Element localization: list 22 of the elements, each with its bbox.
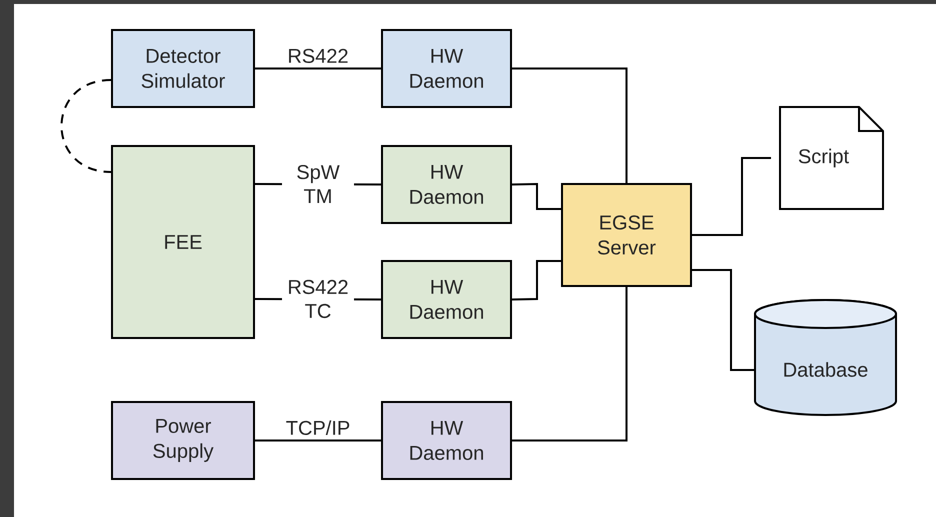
connector <box>692 157 771 236</box>
connector <box>512 260 561 300</box>
process-box: HW Daemon <box>381 29 512 108</box>
connector <box>692 269 754 371</box>
connector <box>255 440 381 442</box>
edge-label: RS422 <box>289 48 348 63</box>
process-box: Power Supply <box>111 401 255 480</box>
process-box: HW Daemon <box>381 260 512 339</box>
connector <box>512 287 628 442</box>
process-box: Detector Simulator <box>111 29 255 108</box>
connector <box>60 79 112 173</box>
process-box: HW Daemon <box>381 401 512 480</box>
connector <box>255 68 381 70</box>
edge-label: RS422 TC <box>282 278 354 320</box>
process-box: EGSE Server <box>561 183 692 287</box>
connector <box>512 182 561 210</box>
process-box: FEE <box>111 145 255 339</box>
connector <box>512 68 628 183</box>
database-cylinder: Database <box>754 299 897 416</box>
edge-label: TCP/IP <box>286 420 350 435</box>
edge-label: SpW TM <box>282 164 354 204</box>
process-box: HW Daemon <box>381 145 512 224</box>
